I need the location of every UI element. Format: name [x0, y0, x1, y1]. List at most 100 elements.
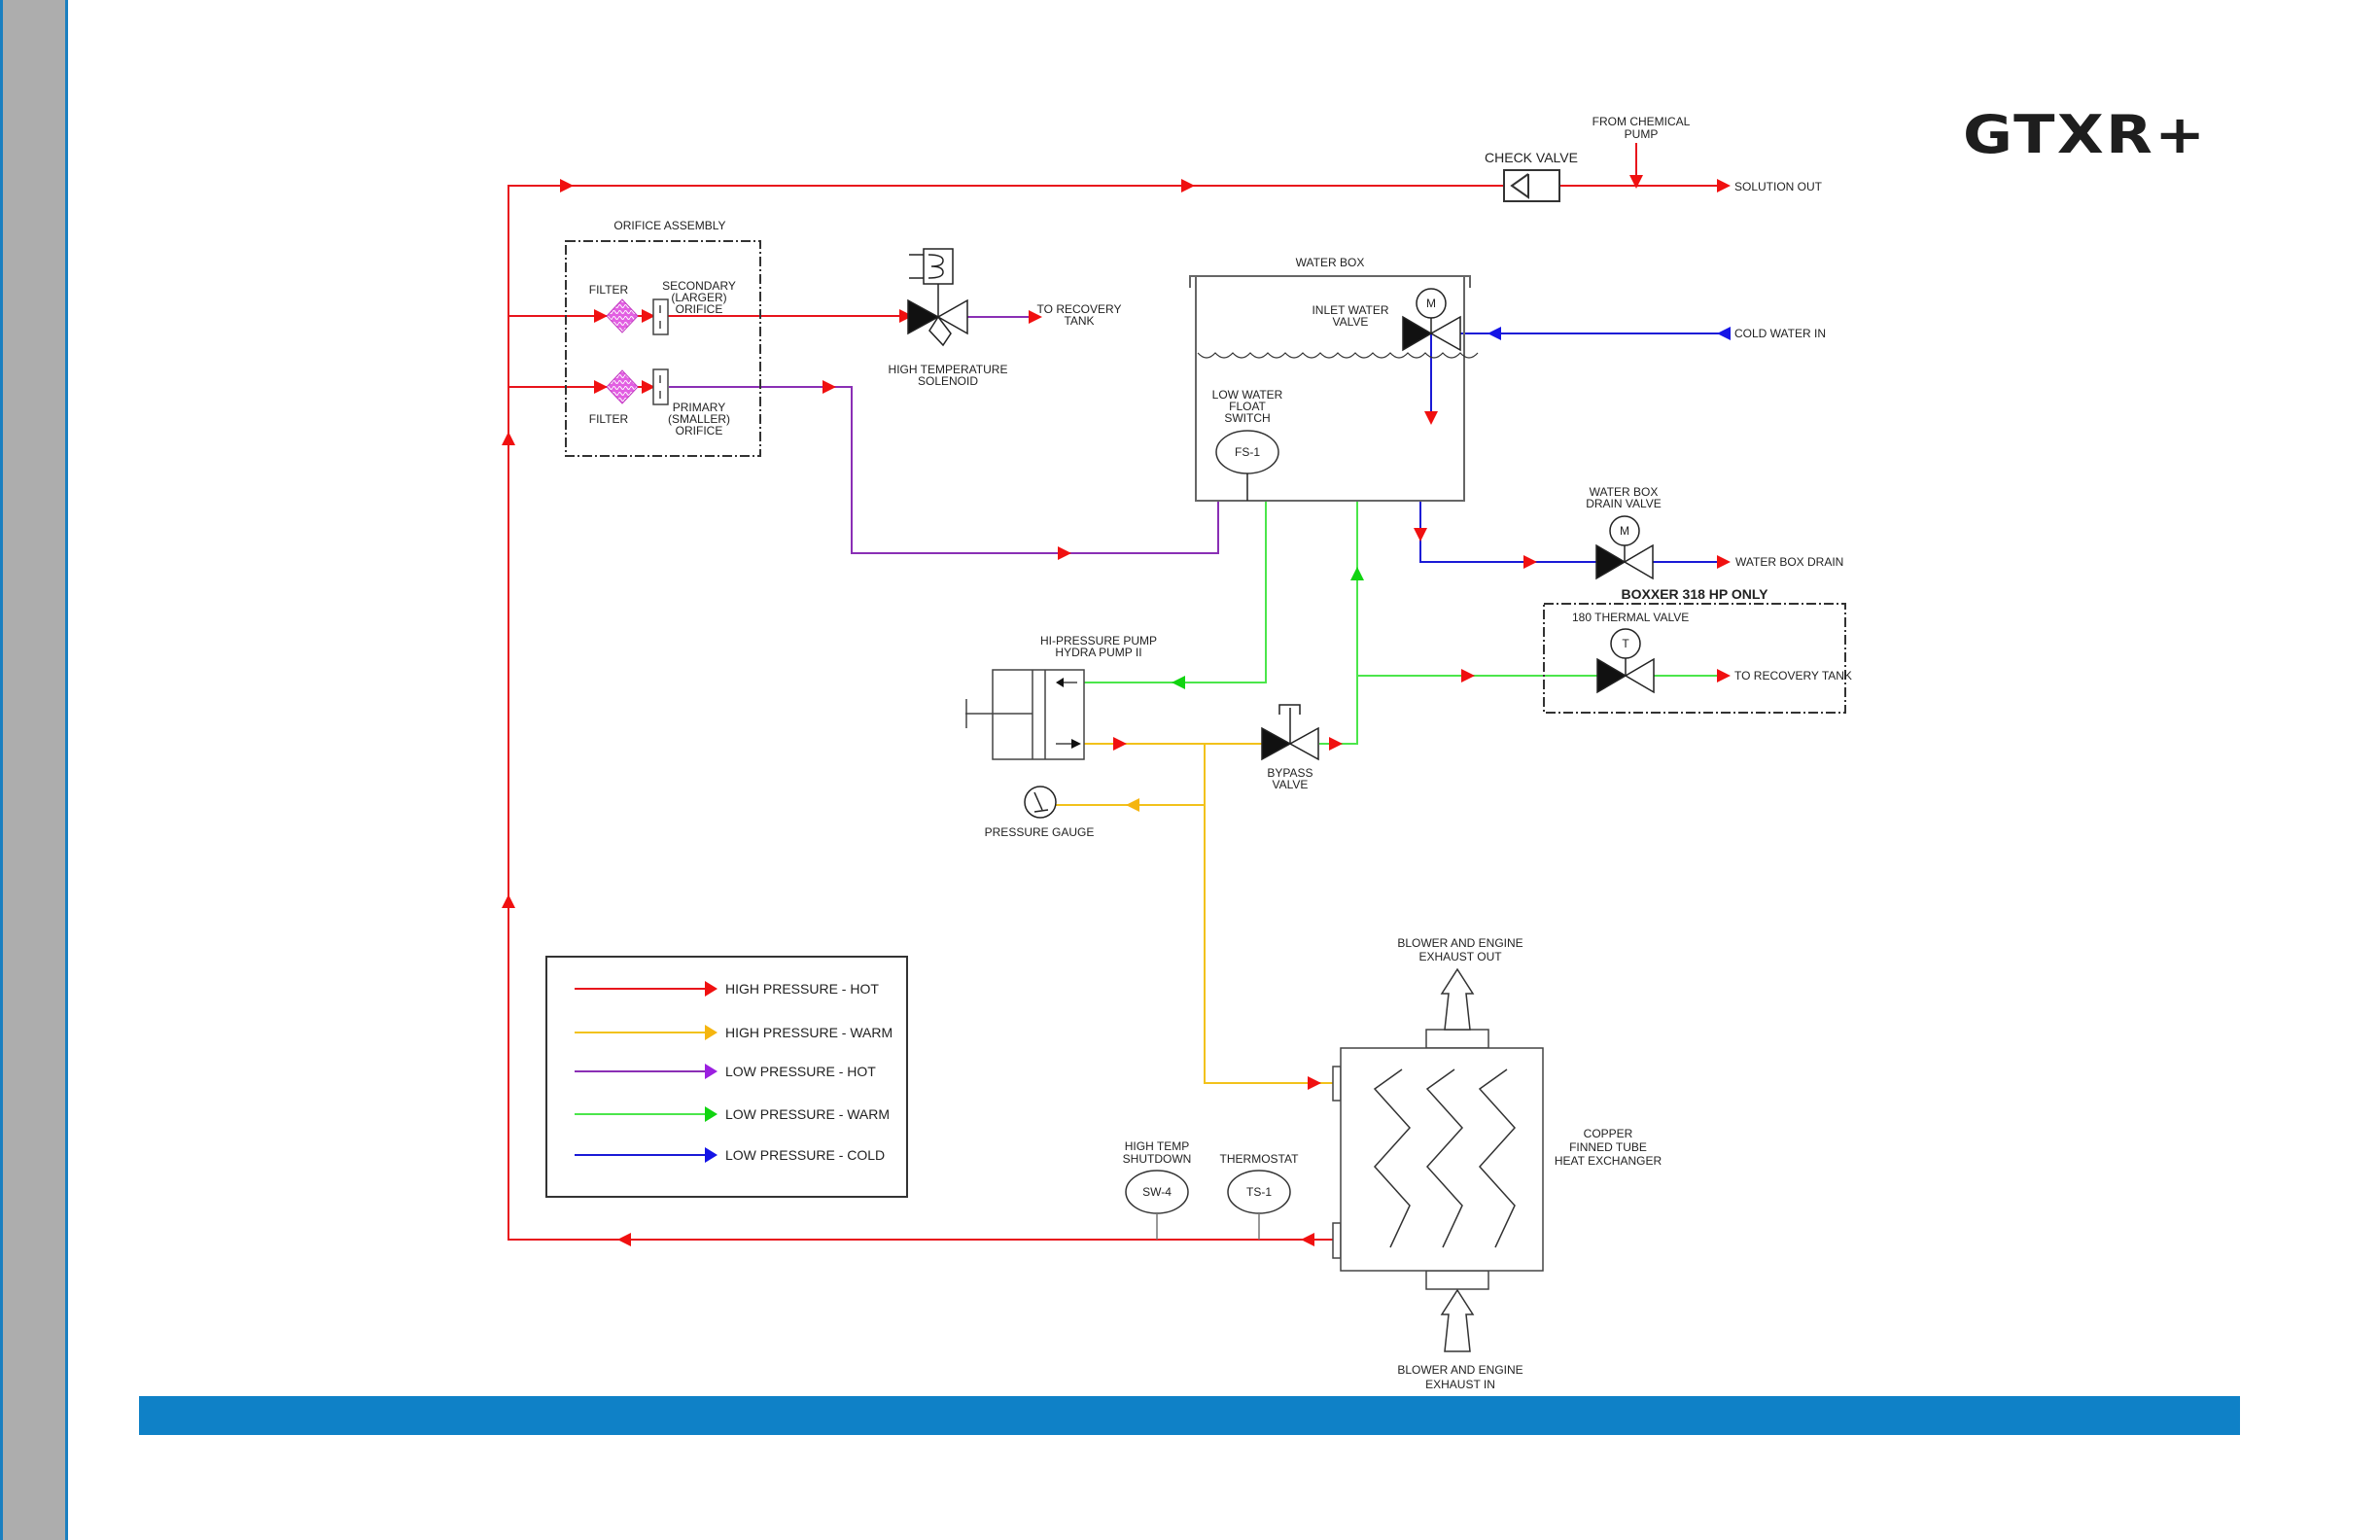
check-valve [1503, 169, 1560, 202]
flow-arrow-icon [1301, 1233, 1314, 1246]
primary-orifice-plate [652, 368, 669, 405]
heat-exchanger-label-2: FINNED TUBE [1569, 1140, 1647, 1154]
solenoid-label-2: SOLENOID [918, 374, 978, 388]
pipe-main-return-loop [508, 185, 1504, 1241]
flow-arrow-icon [822, 380, 836, 394]
to-recovery-tank-right-label: TO RECOVERY TANK [1734, 669, 1852, 682]
heat-exchanger-label: COPPER [1584, 1127, 1633, 1140]
exhaust-out-arrow [1440, 967, 1475, 1031]
to-recovery-tank-label-2: TANK [1064, 314, 1094, 328]
coil [1373, 1068, 1412, 1248]
flow-arrow-icon [642, 380, 655, 394]
filter-top-label: FILTER [589, 283, 629, 297]
flow-arrow-icon [1717, 179, 1731, 192]
flow-arrow-icon [1113, 737, 1127, 751]
flow-arrow-icon [502, 432, 515, 445]
flow-arrow-icon [1329, 737, 1343, 751]
exhaust-out-label: BLOWER AND ENGINE [1397, 936, 1522, 950]
left-sidebar [0, 0, 68, 1540]
water-box-drain-valve [1595, 515, 1654, 580]
legend-arrow-icon [705, 1147, 718, 1163]
legend-label: LOW PRESSURE - COLD [725, 1147, 885, 1163]
float-switch-label: LOW WATER [1212, 388, 1283, 402]
legend-box [545, 956, 908, 1198]
flow-arrow-icon [1172, 676, 1185, 689]
pump-label: HI-PRESSURE PUMP [1040, 634, 1157, 648]
orifice-assembly-box [565, 240, 761, 457]
inlet-valve-actuator: M [1426, 297, 1436, 310]
water-box-label: WATER BOX [1296, 256, 1365, 269]
exhaust-in-label-2: EXHAUST IN [1425, 1378, 1495, 1391]
pipe-to-heat-exchanger [1204, 744, 1333, 1084]
flow-arrow-icon [1126, 798, 1139, 812]
thermostat-label: THERMOSTAT [1220, 1152, 1300, 1166]
flow-arrow-icon [1717, 327, 1731, 340]
boxxer-only-label: BOXXER 318 HP ONLY [1622, 586, 1769, 602]
secondary-orifice-label: SECONDARY [662, 279, 736, 293]
legend-label: LOW PRESSURE - HOT [725, 1064, 876, 1079]
from-chemical-pump-label: FROM CHEMICAL [1592, 115, 1691, 128]
exhaust-in-label: BLOWER AND ENGINE [1397, 1363, 1522, 1377]
filter-top-icon [606, 298, 639, 333]
water-level-waves [1197, 352, 1479, 359]
primary-orifice-label: PRIMARY [673, 401, 725, 414]
heat-exchanger-label-3: HEAT EXCHANGER [1555, 1154, 1662, 1168]
flow-arrow-icon [1629, 175, 1643, 189]
legend-arrow-icon [705, 1025, 718, 1040]
to-recovery-tank-label: TO RECOVERY [1037, 302, 1122, 316]
filter-bottom-icon [606, 369, 639, 404]
high-temp-shutdown-label-2: SHUTDOWN [1123, 1152, 1192, 1166]
inlet-water-valve [1402, 288, 1461, 352]
pump-inlet-arrow [1056, 678, 1064, 687]
flow-arrow-icon [1461, 669, 1475, 682]
flow-arrow-icon [1350, 567, 1364, 580]
thermostat-tag: TS-1 [1246, 1185, 1272, 1199]
flow-arrow-icon [594, 380, 608, 394]
flow-arrow-icon [1308, 1076, 1321, 1090]
flow-arrow-icon [1523, 555, 1537, 569]
flow-arrows [502, 175, 1731, 1246]
exhaust-out-label-2: EXHAUST OUT [1418, 950, 1502, 963]
pipe-primary-orifice-to-waterbox [669, 386, 1219, 554]
flow-arrow-icon [617, 1233, 631, 1246]
inlet-water-valve-label: INLET WATER [1312, 303, 1388, 317]
thermal-valve-actuator: T [1622, 637, 1629, 650]
secondary-orifice-label-2: (LARGER) [671, 291, 726, 304]
flow-arrow-icon [1488, 327, 1501, 340]
legend-arrow-icon [705, 1064, 718, 1079]
bypass-valve [1261, 704, 1319, 761]
secondary-orifice-label-3: ORIFICE [676, 302, 723, 316]
filter-bottom-label: FILTER [589, 412, 629, 426]
flow-arrow-icon [1717, 669, 1731, 682]
from-chemical-pump-label-2: PUMP [1625, 127, 1659, 141]
pipe-waterbox-to-pump [1084, 501, 1267, 683]
cold-water-in-label: COLD WATER IN [1734, 327, 1826, 340]
gtxr-logo: GTXR+ [1963, 104, 2208, 165]
float-switch-label-3: SWITCH [1224, 411, 1270, 425]
hi-pressure-pump [965, 669, 1085, 760]
flow-arrow-icon [502, 894, 515, 908]
pipe-waterbox-drain [1419, 501, 1598, 563]
drain-valve-label: WATER BOX [1590, 485, 1659, 499]
high-temp-solenoid-valve [907, 248, 968, 347]
legend-label: HIGH PRESSURE - WARM [725, 1025, 892, 1040]
footer-bar [139, 1396, 2240, 1435]
legend-arrow-icon [705, 981, 718, 997]
high-temp-shutdown-label: HIGH TEMP [1125, 1139, 1189, 1153]
pressure-gauge-icon [1024, 786, 1057, 819]
check-valve-label: CHECK VALVE [1485, 150, 1578, 165]
flow-arrow-icon [642, 309, 655, 323]
flow-arrow-icon [1414, 528, 1427, 542]
inlet-water-valve-label-2: VALVE [1333, 315, 1369, 329]
primary-orifice-label-2: (SMALLER) [668, 412, 730, 426]
coil [1478, 1068, 1517, 1248]
flow-arrow-icon [1058, 546, 1071, 560]
water-box [1189, 275, 1471, 502]
heat-exchanger [1332, 1029, 1544, 1290]
thermal-valve-label: 180 THERMAL VALVE [1572, 611, 1689, 624]
legend-label: LOW PRESSURE - WARM [725, 1106, 890, 1122]
secondary-orifice-plate [652, 298, 669, 335]
pipe-bypass-return [1319, 501, 1358, 745]
